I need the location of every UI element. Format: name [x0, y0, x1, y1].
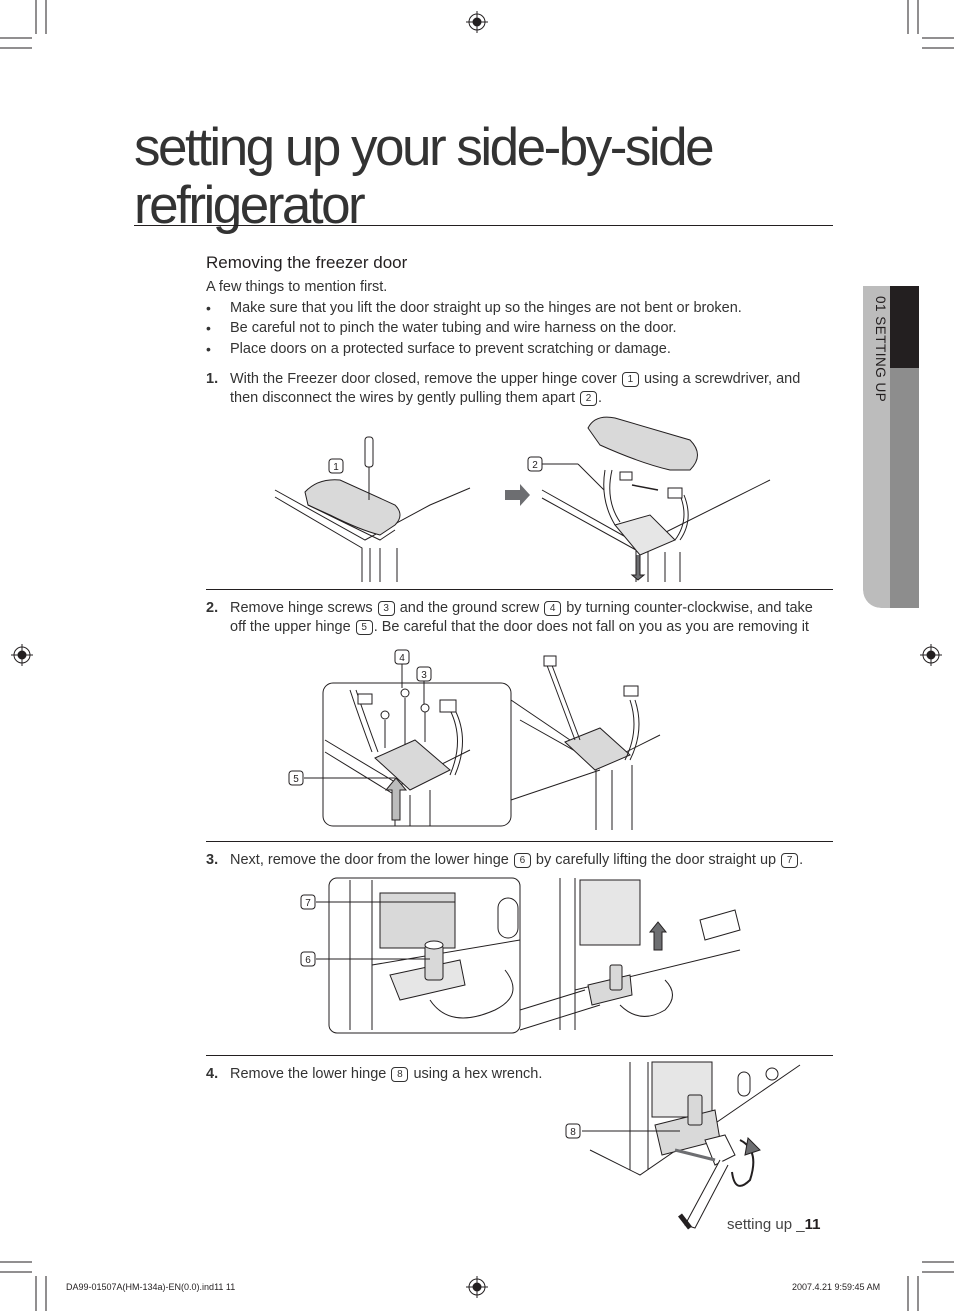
registration-mark-top [466, 11, 488, 33]
callout-badge: 4 [544, 601, 562, 616]
svg-text:7: 7 [305, 898, 311, 909]
step-3-line1: Next, remove the door from the lower hin… [230, 852, 804, 868]
step-1-line2: then disconnect the wires by gently pull… [230, 390, 603, 406]
callout-badge: 3 [377, 601, 395, 616]
page-title-line2: refrigerator [134, 176, 366, 235]
intro-text: A few things to mention first. [206, 279, 388, 295]
callout-badge: 1 [621, 372, 639, 387]
svg-text:8: 8 [570, 1127, 576, 1138]
svg-text:4: 4 [399, 653, 405, 664]
bullet-glyph: • [206, 320, 211, 336]
page-title-line1: setting up your side-by-side [134, 118, 715, 177]
callout-8: 8 [565, 1123, 581, 1139]
callout-badge: 5 [355, 620, 373, 635]
step-divider [206, 841, 833, 842]
callout-badge: 8 [391, 1067, 409, 1082]
callout-5: 5 [288, 770, 304, 786]
step-3-number: 3. [206, 852, 219, 868]
callout-2: 2 [527, 456, 543, 472]
print-footer-left: DA99-01507A(HM-134a)-EN(0.0).ind11 11 [66, 1282, 236, 1292]
bullet-item: Place doors on a protected surface to pr… [230, 341, 671, 357]
bullet-glyph: • [206, 300, 211, 316]
svg-text:6: 6 [305, 955, 311, 966]
step-divider [206, 1055, 833, 1056]
step-2-line1: Remove hinge screws 3 and the ground scr… [230, 600, 813, 616]
page-number: 11 [804, 1216, 821, 1233]
svg-text:5: 5 [293, 774, 299, 785]
callout-badge: 7 [781, 853, 799, 868]
callout-badge: 6 [513, 853, 531, 868]
title-rule [134, 225, 833, 226]
step-4-line1: Remove the lower hinge 8 using a hex wre… [230, 1066, 543, 1082]
svg-text:1: 1 [333, 462, 339, 473]
registration-mark-right [920, 644, 942, 666]
callout-7: 7 [300, 894, 316, 910]
callout-4: 4 [394, 649, 410, 665]
step-2-line2: off the upper hinge 5. Be careful that t… [230, 619, 809, 635]
callout-3: 3 [416, 666, 432, 682]
bullet-glyph: • [206, 341, 211, 357]
step-1-line1: With the Freezer door closed, remove the… [230, 371, 801, 387]
step-4-number: 4. [206, 1066, 219, 1082]
bullet-item: Make sure that you lift the door straigh… [230, 300, 742, 316]
page-footer: setting up _11 [727, 1216, 821, 1233]
svg-text:2: 2 [532, 460, 538, 471]
chapter-tab-label: 01 SETTING UP [873, 296, 888, 403]
svg-text:3: 3 [421, 670, 427, 681]
registration-mark-bottom [466, 1276, 488, 1298]
bullet-item: Be careful not to pinch the water tubing… [230, 320, 677, 336]
callout-1: 1 [328, 458, 344, 474]
print-footer-right: 2007.4.21 9:59:45 AM [792, 1282, 881, 1292]
registration-mark-left [11, 644, 33, 666]
step-1-number: 1. [206, 371, 219, 387]
callout-6: 6 [300, 951, 316, 967]
callout-badge: 2 [580, 391, 598, 406]
chapter-tab [863, 286, 919, 608]
step-2-number: 2. [206, 600, 219, 616]
step-divider [206, 589, 833, 590]
section-heading: Removing the freezer door [206, 253, 408, 272]
